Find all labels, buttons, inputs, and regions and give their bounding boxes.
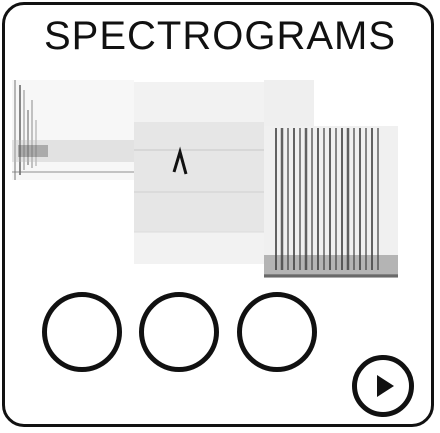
spectrogram-image-3[interactable] xyxy=(264,80,398,278)
spectrogram-image-1[interactable] xyxy=(12,80,134,180)
page-title: SPECTROGRAMS xyxy=(43,14,397,58)
answer-slot-3[interactable] xyxy=(237,292,317,372)
play-button[interactable] xyxy=(352,355,414,417)
play-icon xyxy=(377,375,394,397)
answer-slot-1[interactable] xyxy=(42,292,122,372)
answer-slot-2[interactable] xyxy=(139,292,219,372)
spectrogram-image-2[interactable] xyxy=(134,82,264,264)
